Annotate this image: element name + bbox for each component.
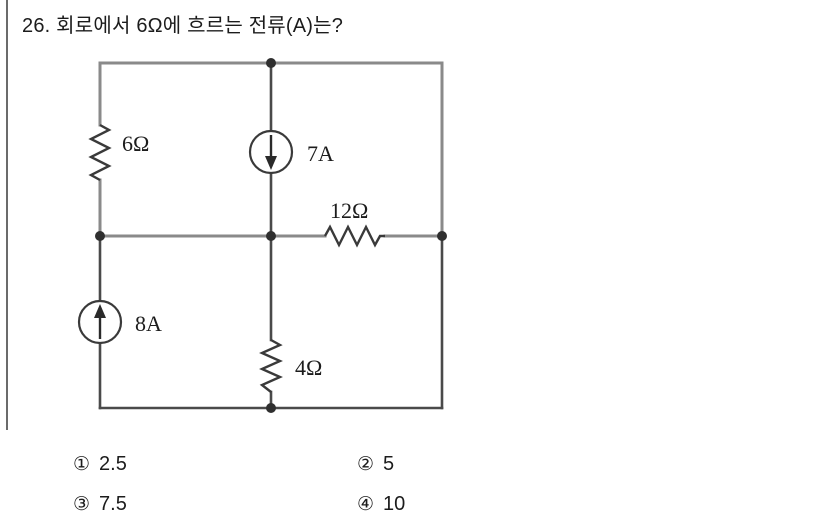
answer-option-4[interactable]: ④ 10	[357, 484, 405, 524]
answer-text-1: 2.5	[99, 453, 127, 475]
current-source-7a	[248, 129, 294, 175]
answer-text-2: 5	[383, 453, 395, 475]
node-middle-right	[437, 231, 447, 241]
node-middle-center	[266, 231, 276, 241]
node-bottom-center	[266, 403, 276, 413]
answer-text-3: 7.5	[99, 493, 127, 515]
wires	[98, 61, 444, 238]
answer-option-2[interactable]: ② 5	[357, 444, 394, 484]
node-top-center	[266, 58, 276, 68]
current-source-8a-label: 8A	[135, 311, 162, 336]
answer-marker-4: ④	[357, 493, 375, 515]
resistor-6-ohm-label: 6Ω	[122, 131, 149, 156]
node-middle-left	[95, 231, 105, 241]
circuit-svg: 6Ω 7A 12Ω 8A 4Ω	[77, 58, 447, 413]
resistor-6-ohm-symbol	[88, 123, 112, 182]
page-title: 26. 회로에서 6Ω에 흐르는 전류(A)는?	[22, 15, 344, 37]
resistor-4-ohm-symbol	[259, 338, 283, 393]
current-source-7a-arrow-head	[265, 156, 277, 170]
answer-marker-1: ①	[73, 453, 91, 475]
resistor-12-ohm-label: 12Ω	[330, 198, 368, 223]
answer-option-1[interactable]: ① 2.5	[73, 444, 127, 484]
circuit-diagram: 6Ω 7A 12Ω 8A 4Ω	[0, 40, 520, 430]
resistor-4-ohm-label: 4Ω	[295, 355, 322, 380]
answer-text-4: 10	[383, 493, 406, 515]
current-source-8a-arrow-head	[94, 304, 106, 318]
component-labels: 6Ω 7A 12Ω 8A 4Ω	[122, 131, 368, 380]
answer-marker-3: ③	[73, 493, 91, 515]
answer-row-2: ③ 7.5 ④ 10	[0, 484, 826, 524]
resistor-12-ohm-symbol	[323, 224, 385, 248]
page-left-rule	[6, 0, 8, 430]
current-source-7a-label: 7A	[307, 141, 334, 166]
answer-option-3[interactable]: ③ 7.5	[73, 484, 127, 524]
junction-nodes	[95, 58, 447, 413]
answer-row-1: ① 2.5 ② 5	[0, 444, 826, 484]
wires-dark	[98, 61, 444, 410]
current-source-8a	[77, 299, 123, 345]
answer-marker-2: ②	[357, 453, 375, 475]
answer-options: ① 2.5 ② 5 ③ 7.5 ④ 10	[0, 444, 826, 528]
